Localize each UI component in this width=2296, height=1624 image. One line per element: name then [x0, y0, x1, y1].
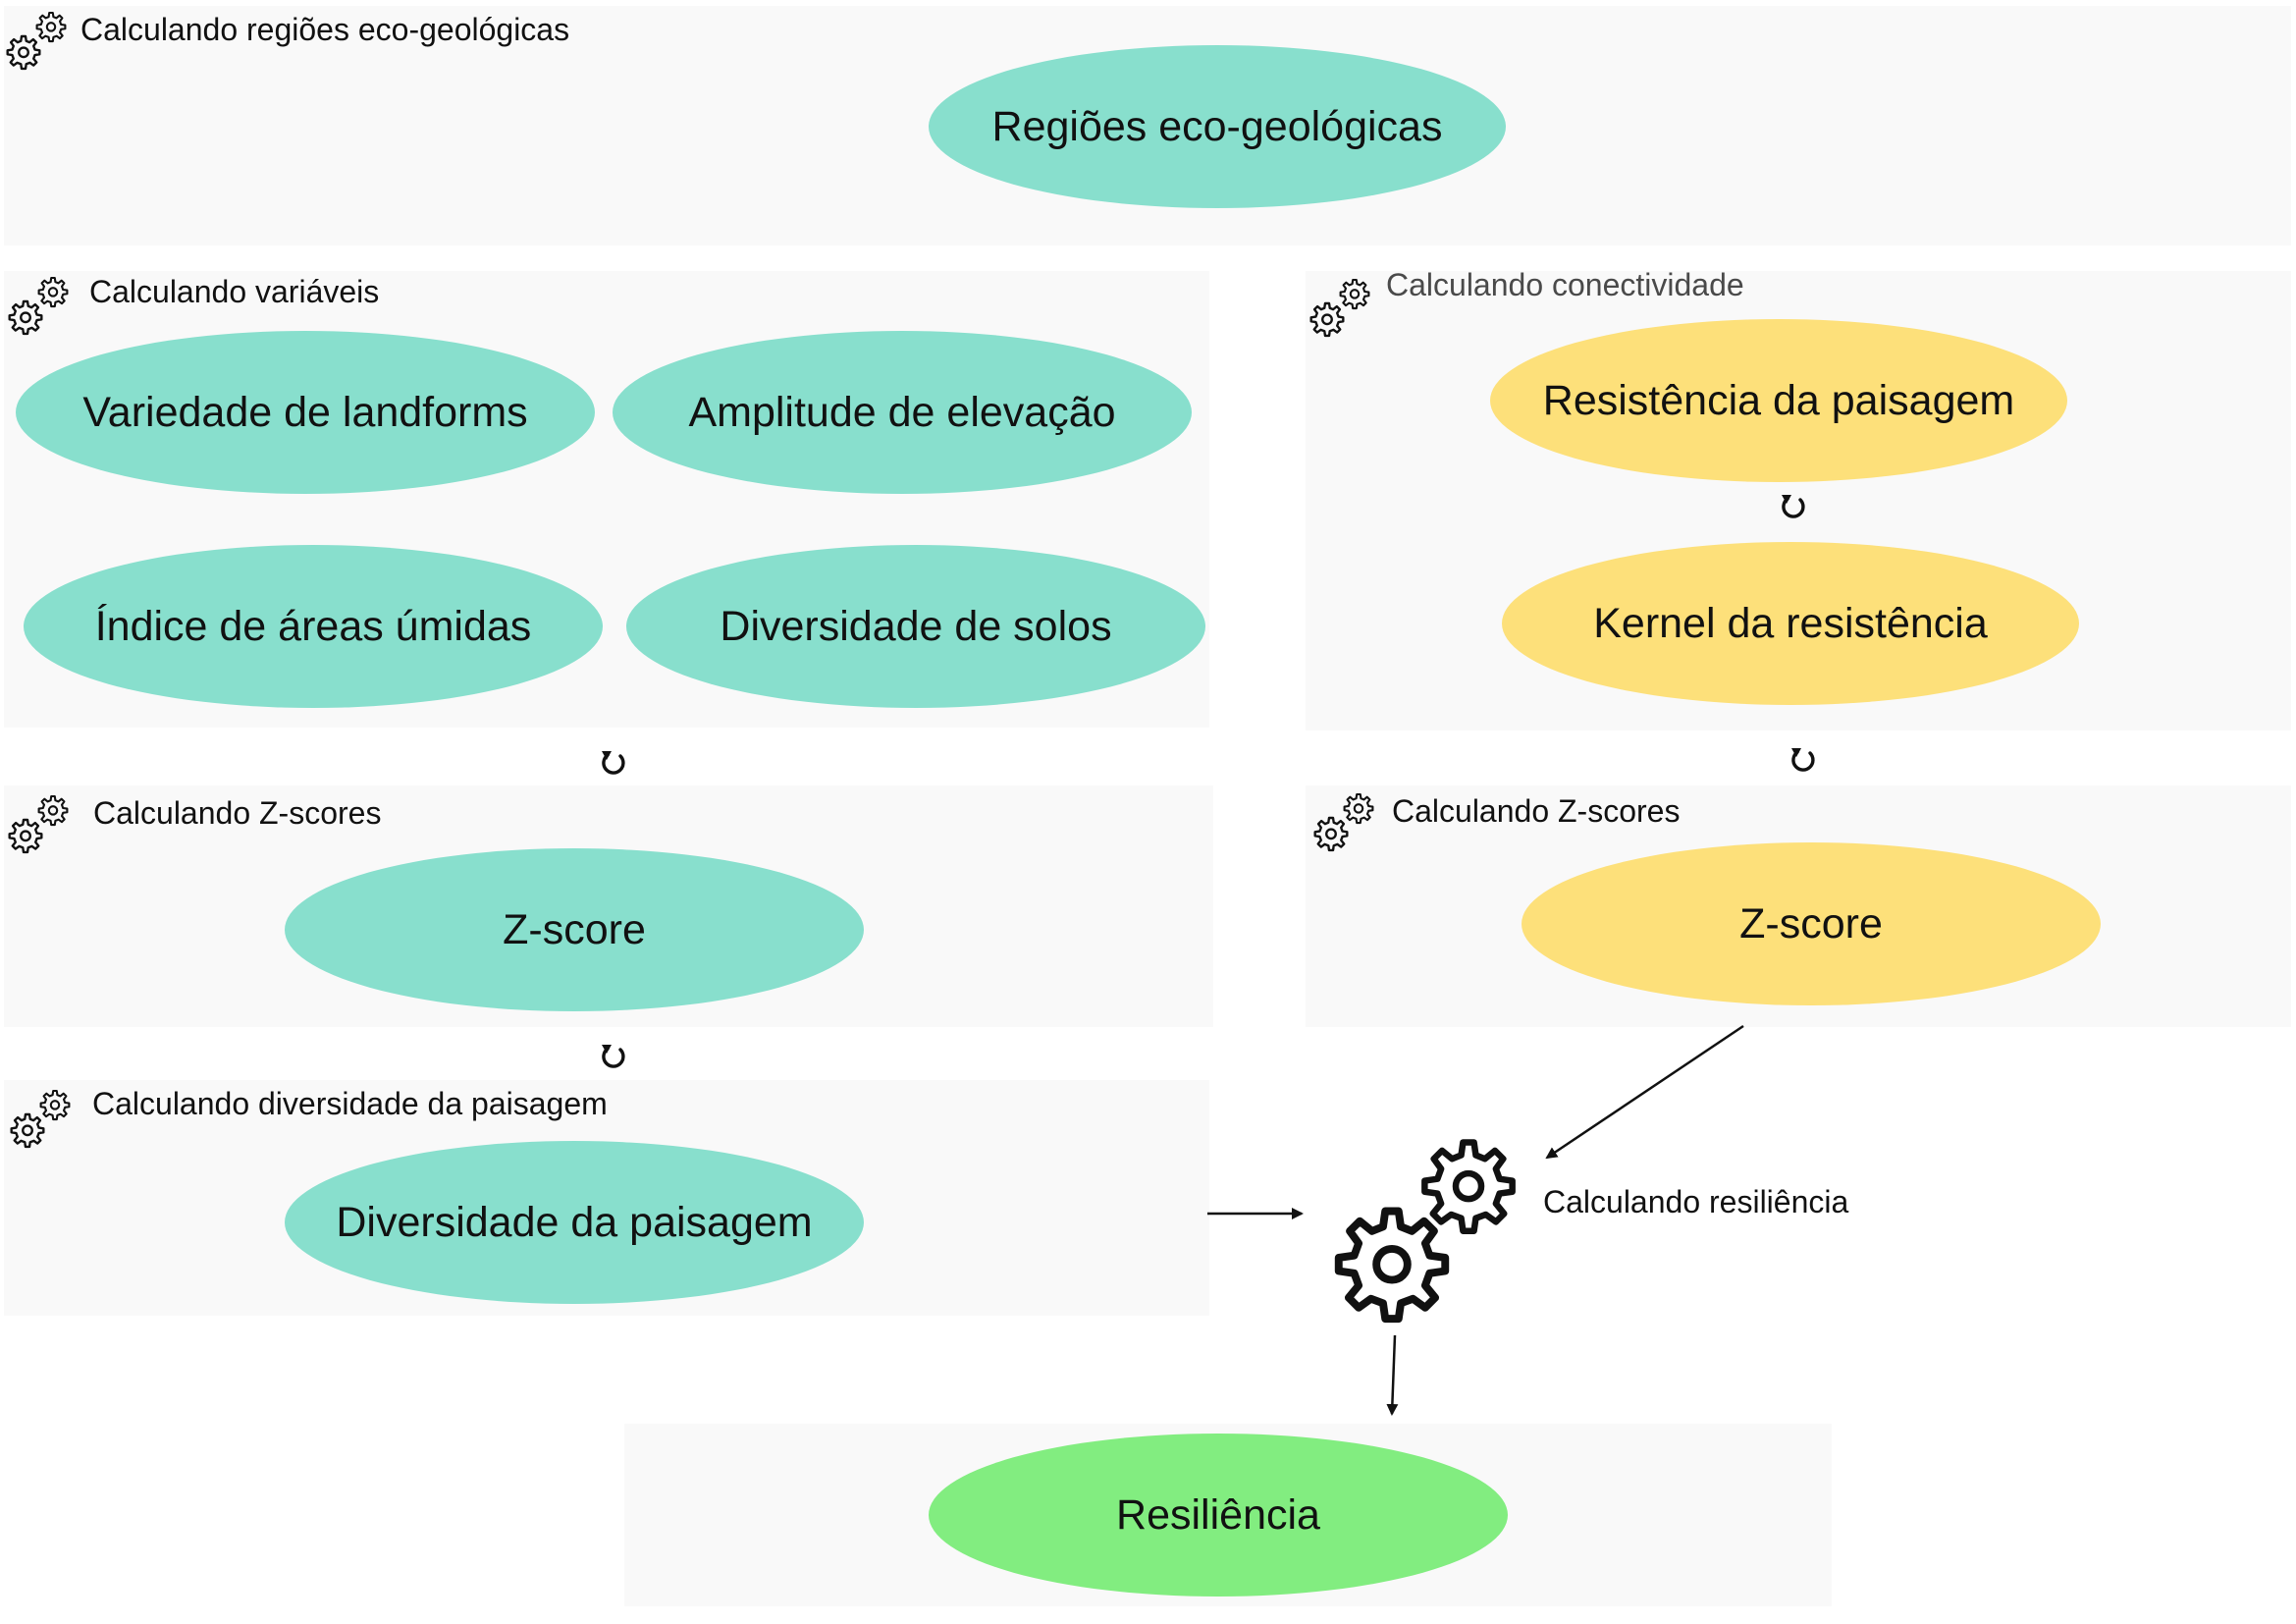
resilience-node: Resiliência [929, 1434, 1508, 1597]
zscore-right-title: Calculando Z-scores [1392, 793, 1681, 829]
arrow-zscore-to-resilience-process [1545, 1024, 1744, 1160]
zscore-right-node: Z-score [1522, 842, 2101, 1005]
soils-node: Diversidade de solos [626, 545, 1205, 708]
resilience-process-label: Calculando resiliência [1543, 1184, 1849, 1219]
zscore-left-title: Calculando Z-scores [93, 795, 382, 831]
diversity-title: Calculando diversidade da paisagem [92, 1086, 608, 1121]
connectivity-title: Calculando conectividade [1386, 267, 1744, 302]
arrow-process-to-resilience [1386, 1334, 1399, 1416]
landscape-resistance-node: Resistência da paisagem [1490, 319, 2067, 482]
landforms-node: Variedade de landforms [16, 331, 595, 494]
gears-icon [1327, 1135, 1527, 1327]
wetlands-node: Índice de áreas úmidas [24, 545, 603, 708]
eco-regions-node: Regiões eco-geológicas [929, 45, 1506, 208]
variables-title: Calculando variáveis [89, 274, 380, 309]
elevation-node: Amplitude de elevação [613, 331, 1192, 494]
resistance-kernel-node: Kernel da resistência [1502, 542, 2079, 705]
diversity-node: Diversidade da paisagem [285, 1141, 864, 1304]
eco-regions-title: Calculando regiões eco-geológicas [80, 12, 570, 47]
zscore-left-node: Z-score [285, 848, 864, 1011]
